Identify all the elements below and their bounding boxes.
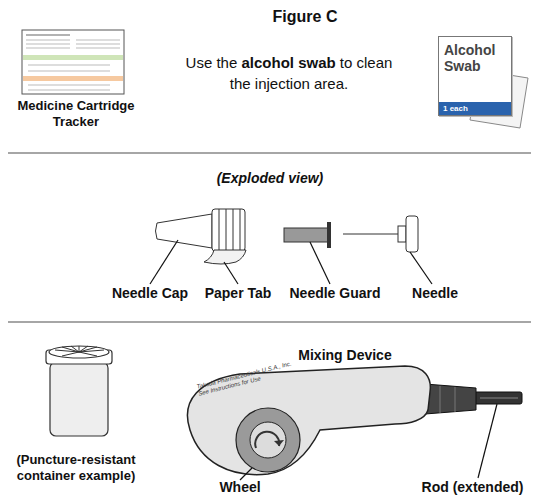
separator: [8, 152, 531, 154]
leader-lines: [150, 240, 432, 284]
sharps-container: [46, 346, 112, 436]
part-label: Mixing Device: [280, 347, 410, 364]
needle: [343, 216, 418, 252]
figure-title: Figure C: [250, 7, 360, 26]
part-label: Needle Guard: [280, 285, 390, 302]
part-label: Paper Tab: [190, 285, 286, 302]
part-label: Medicine Cartridge Tracker: [10, 98, 142, 129]
instruction-part: alcohol swab: [241, 54, 335, 71]
packet-title: Alcohol Swab: [444, 42, 508, 74]
view-note: (Exploded view): [180, 170, 360, 187]
paper-tab: [204, 250, 246, 264]
part-label: Rod (extended): [410, 479, 535, 496]
instruction-part: Use the: [186, 54, 238, 71]
needle-guard: [284, 222, 331, 248]
separator: [8, 321, 531, 323]
part-label: (Puncture-resistant container example): [2, 452, 150, 483]
tracker-sheet: [22, 30, 124, 94]
part-label: Needle: [395, 285, 475, 302]
packet-band: 1 each: [439, 102, 511, 115]
needle-cap: [156, 209, 246, 251]
leader-lines: [240, 404, 497, 480]
part-label: Needle Cap: [95, 285, 205, 302]
part-label: Wheel: [200, 479, 280, 496]
instruction-text: Use the alcohol swab to clean the inject…: [183, 52, 395, 94]
swab-packet: Alcohol Swab 1 each: [438, 36, 512, 116]
